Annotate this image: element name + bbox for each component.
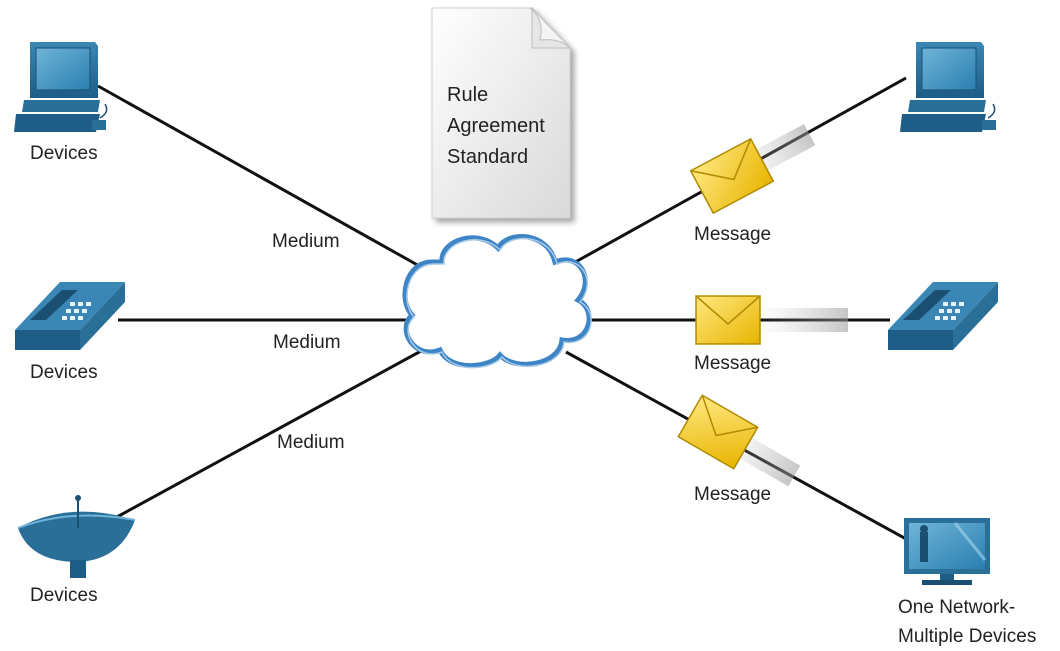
message-envelope-icon-3 [677,394,801,487]
medium-label: Medium [273,332,341,353]
medium-label: Medium [272,231,340,252]
message-envelope-icon-2 [695,295,848,345]
medium-line-dish [114,343,433,520]
multiple-devices-label: One Network- Multiple Devices [898,597,1037,647]
medium-line-computer [97,84,431,274]
message-label: Message [694,484,772,505]
desktop-computer-icon-right [900,42,996,132]
document-text: Rule Agreement Standard [447,80,545,173]
satellite-dish-icon [17,495,136,578]
desktop-computer-icon [14,42,108,132]
tv-monitor-icon [904,518,990,585]
message-envelope-icon-1 [689,124,816,215]
message-label: Message [694,224,772,245]
device-label: Devices [30,143,98,164]
medium-label: Medium [277,432,345,453]
document-line: Standard [447,146,529,168]
desk-phone-icon-right [888,282,998,350]
rule-document-icon [431,6,572,219]
message-label: Message [694,353,772,374]
cloud-icon [402,234,592,369]
device-label: Devices [30,362,98,383]
device-label: Devices [30,585,98,606]
document-line: Rule [447,84,489,106]
document-line: Agreement [447,115,545,137]
desk-phone-icon [15,282,125,350]
